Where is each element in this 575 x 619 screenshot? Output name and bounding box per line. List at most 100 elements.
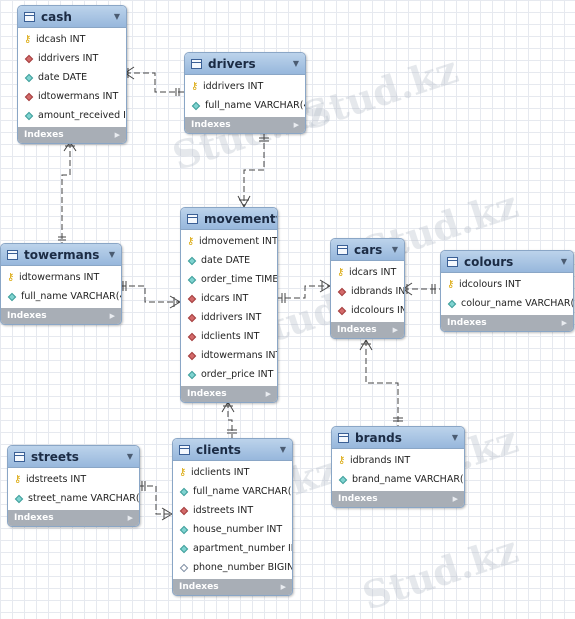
field-row[interactable]: ⚷idclients INT — [173, 463, 292, 482]
field-row[interactable]: ⚷idstreets INT — [8, 470, 139, 489]
entity-header[interactable]: clients ▼ — [173, 439, 292, 461]
table-icon — [191, 58, 202, 69]
field-label: idclients INT — [201, 331, 260, 342]
indexes-section[interactable]: Indexes ▶ — [1, 308, 121, 324]
field-row[interactable]: brand_name VARCHAR(45) — [332, 470, 464, 489]
field-row[interactable]: ⚷iddrivers INT — [185, 77, 305, 96]
entity-title: colours — [464, 254, 514, 269]
field-row[interactable]: apartment_number INT — [173, 539, 292, 558]
expand-triangle-icon[interactable]: ▶ — [265, 390, 271, 398]
collapse-arrow-icon[interactable]: ▼ — [560, 257, 567, 266]
expand-triangle-icon[interactable]: ▶ — [452, 495, 458, 503]
indexes-section[interactable]: Indexes ▶ — [8, 510, 139, 526]
field-row[interactable]: idtowermans INT — [18, 87, 126, 106]
foreign-key-diamond-icon — [24, 92, 34, 101]
field-label: colour_name VARCHAR(45) — [461, 298, 574, 309]
entity-header[interactable]: drivers ▼ — [185, 53, 305, 75]
table-icon — [179, 444, 190, 455]
field-label: idtowermans INT — [201, 350, 278, 361]
collapse-arrow-icon[interactable]: ▼ — [126, 452, 133, 461]
entity-header[interactable]: movement ▼ — [181, 208, 277, 230]
entity-header[interactable]: colours ▼ — [441, 251, 573, 273]
expand-triangle-icon[interactable]: ▶ — [109, 312, 115, 320]
expand-triangle-icon[interactable]: ▶ — [561, 319, 567, 327]
field-row[interactable]: date DATE — [18, 68, 126, 87]
primary-key-icon: ⚷ — [338, 455, 346, 466]
collapse-arrow-icon[interactable]: ▼ — [292, 59, 299, 68]
entity-towermans[interactable]: towermans ▼ ⚷idtowermans INT full_name VA… — [0, 243, 122, 325]
indexes-section[interactable]: Indexes ▶ — [332, 491, 464, 507]
foreign-key-diamond-icon — [187, 351, 197, 360]
field-row[interactable]: ⚷idcars INT — [331, 263, 404, 282]
entity-header[interactable]: cars ▼ — [331, 239, 404, 261]
expand-triangle-icon[interactable]: ▶ — [293, 121, 299, 129]
expand-triangle-icon[interactable]: ▶ — [127, 514, 133, 522]
indexes-section[interactable]: Indexes ▶ — [441, 315, 573, 331]
field-row[interactable]: street_name VARCHAR(45) — [8, 489, 139, 508]
field-row[interactable]: date DATE — [181, 251, 277, 270]
column-diamond-icon — [179, 563, 189, 572]
field-row[interactable]: iddrivers INT — [181, 308, 277, 327]
entity-header[interactable]: cash ▼ — [18, 6, 126, 28]
field-row[interactable]: full_name VARCHAR(45) — [173, 482, 292, 501]
field-row[interactable]: idbrands INT — [331, 282, 404, 301]
foreign-key-diamond-icon — [187, 294, 197, 303]
field-label: full_name VARCHAR(45) — [21, 291, 121, 302]
er-diagram-canvas: Stud.kz Stud.kz Stud.kz Stud.kz Stud.kz … — [0, 5, 574, 619]
collapse-arrow-icon[interactable]: ▼ — [391, 245, 398, 254]
field-row[interactable]: ⚷idmovement INT — [181, 232, 277, 251]
expand-triangle-icon[interactable]: ▶ — [114, 131, 120, 139]
primary-key-icon: ⚷ — [447, 279, 455, 290]
field-row[interactable]: ⚷idbrands INT — [332, 451, 464, 470]
indexes-section[interactable]: Indexes ▶ — [18, 127, 126, 143]
indexes-label: Indexes — [187, 389, 227, 399]
collapse-arrow-icon[interactable]: ▼ — [451, 433, 458, 442]
entity-colours[interactable]: colours ▼ ⚷idcolours INT colour_name VARC… — [440, 250, 574, 332]
field-label: idtowermans INT — [19, 272, 100, 283]
field-row[interactable]: order_price INT — [181, 365, 277, 384]
entity-cars[interactable]: cars ▼ ⚷idcars INT idbrands INT idcolours … — [330, 238, 405, 339]
field-row[interactable]: idclients INT — [181, 327, 277, 346]
field-row[interactable]: ⚷idcash INT — [18, 30, 126, 49]
collapse-arrow-icon[interactable]: ▼ — [113, 12, 120, 21]
entity-header[interactable]: streets ▼ — [8, 446, 139, 468]
expand-triangle-icon[interactable]: ▶ — [280, 583, 286, 591]
field-row[interactable]: colour_name VARCHAR(45) — [441, 294, 573, 313]
field-row[interactable]: idtowermans INT — [181, 346, 277, 365]
field-row[interactable]: iddrivers INT — [18, 49, 126, 68]
indexes-section[interactable]: Indexes ▶ — [331, 322, 404, 338]
collapse-arrow-icon[interactable]: ▼ — [276, 214, 277, 223]
table-icon — [7, 249, 18, 260]
field-row[interactable]: phone_number BIGINT — [173, 558, 292, 577]
indexes-section[interactable]: Indexes ▶ — [173, 579, 292, 595]
expand-triangle-icon[interactable]: ▶ — [392, 326, 398, 334]
entity-header[interactable]: brands ▼ — [332, 427, 464, 449]
entity-header[interactable]: towermans ▼ — [1, 244, 121, 266]
field-row[interactable]: ⚷idtowermans INT — [1, 268, 121, 287]
collapse-arrow-icon[interactable]: ▼ — [279, 445, 286, 454]
field-row[interactable]: amount_received INT — [18, 106, 126, 125]
field-row[interactable]: full_name VARCHAR(45) — [185, 96, 305, 115]
field-label: idbrands INT — [351, 286, 405, 297]
indexes-section[interactable]: Indexes ▶ — [185, 117, 305, 133]
collapse-arrow-icon[interactable]: ▼ — [108, 250, 115, 259]
field-row[interactable]: order_time TIME — [181, 270, 277, 289]
field-row[interactable]: idstreets INT — [173, 501, 292, 520]
field-row[interactable]: idcars INT — [181, 289, 277, 308]
field-row[interactable]: full_name VARCHAR(45) — [1, 287, 121, 306]
field-row[interactable]: idcolours INT — [331, 301, 404, 320]
indexes-section[interactable]: Indexes ▶ — [181, 386, 277, 402]
field-row[interactable]: house_number INT — [173, 520, 292, 539]
field-row[interactable]: ⚷idcolours INT — [441, 275, 573, 294]
indexes-label: Indexes — [7, 311, 47, 321]
indexes-label: Indexes — [447, 318, 487, 328]
